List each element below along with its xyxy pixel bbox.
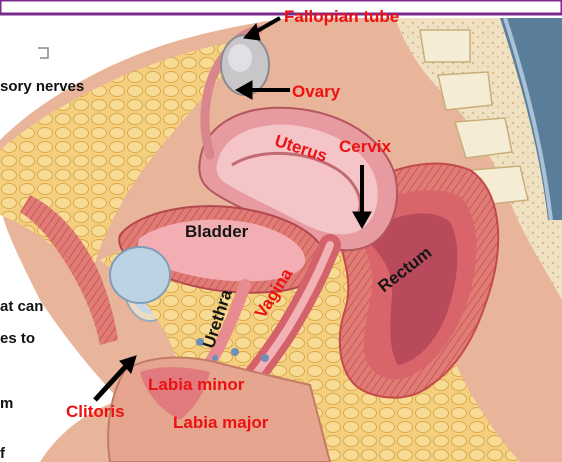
side-text-3: es to — [0, 331, 35, 346]
label-cervix: Cervix — [339, 138, 391, 155]
side-text-4: m — [0, 396, 13, 411]
label-clitoris: Clitoris — [66, 403, 125, 420]
label-bladder: Bladder — [185, 223, 248, 240]
top-frame — [0, 0, 562, 14]
label-labia-minor: Labia minor — [148, 376, 244, 393]
label-labia-major: Labia major — [173, 414, 268, 431]
corner-mark — [38, 48, 48, 58]
side-text-1: sory nerves — [0, 79, 84, 94]
side-text-2: at can — [0, 299, 43, 314]
urinary-blue-region — [110, 247, 170, 303]
side-text-5: f — [0, 446, 5, 461]
label-fallopian-tube: Fallopian tube — [284, 8, 399, 25]
label-ovary: Ovary — [292, 83, 340, 100]
